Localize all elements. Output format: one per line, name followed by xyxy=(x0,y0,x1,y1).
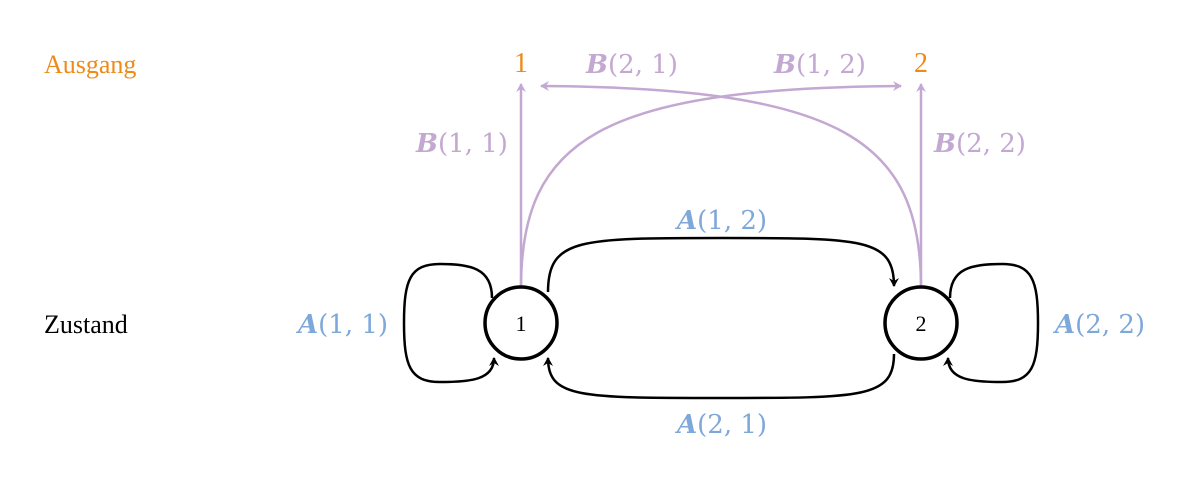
emission-label-b11-args: (1, 1) xyxy=(438,129,508,159)
emission-label-b12-symbol: B xyxy=(773,50,796,80)
transition-label-a12: A(1, 2) xyxy=(674,206,767,236)
emission-label-b21: B(2, 1) xyxy=(585,50,678,80)
transition-edge-a11 xyxy=(402,262,499,384)
state-node-1 xyxy=(483,285,559,361)
emission-label-b22: B(2, 2) xyxy=(933,129,1026,159)
transition-label-a22-symbol: A xyxy=(1052,310,1075,340)
state-node-2-label: 2 xyxy=(916,311,927,336)
emission-edge-b21 xyxy=(540,81,923,289)
output-node-2: 2 xyxy=(914,48,928,79)
emission-label-b11: B(1, 1) xyxy=(415,129,508,159)
transition-label-a21-args: (2, 1) xyxy=(697,410,767,440)
emission-label-b11-symbol: B xyxy=(415,129,438,159)
emission-label-b22-symbol: B xyxy=(933,129,956,159)
emission-label-b21-args: (2, 1) xyxy=(608,50,678,80)
transition-label-a22: A(2, 2) xyxy=(1052,310,1145,340)
emission-label-b12-args: (1, 2) xyxy=(796,50,866,80)
state-node-1-label: 1 xyxy=(516,311,527,336)
transition-label-a12-symbol: A xyxy=(674,206,697,236)
emission-label-b22-args: (2, 2) xyxy=(956,129,1026,159)
transition-label-a21: A(2, 1) xyxy=(674,410,767,440)
transition-label-a11: A(1, 1) xyxy=(295,310,388,340)
output-node-1: 1 xyxy=(514,48,528,79)
state-row-label: Zustand xyxy=(44,310,128,339)
emission-label-b12: B(1, 2) xyxy=(773,50,866,80)
emission-label-b21-symbol: B xyxy=(585,50,608,80)
transition-label-a11-args: (1, 1) xyxy=(318,310,388,340)
transition-edge-a12 xyxy=(546,236,899,293)
emission-edge-b12 xyxy=(519,81,902,289)
transition-edge-a21 xyxy=(543,353,896,400)
transition-label-a12-args: (1, 2) xyxy=(697,206,767,236)
transition-label-a22-args: (2, 2) xyxy=(1075,310,1145,340)
transition-edge-a22 xyxy=(943,262,1040,384)
state-node-2 xyxy=(883,285,959,361)
transition-label-a21-symbol: A xyxy=(674,410,697,440)
output-row-label: Ausgang xyxy=(44,50,136,79)
transition-label-a11-symbol: A xyxy=(295,310,318,340)
